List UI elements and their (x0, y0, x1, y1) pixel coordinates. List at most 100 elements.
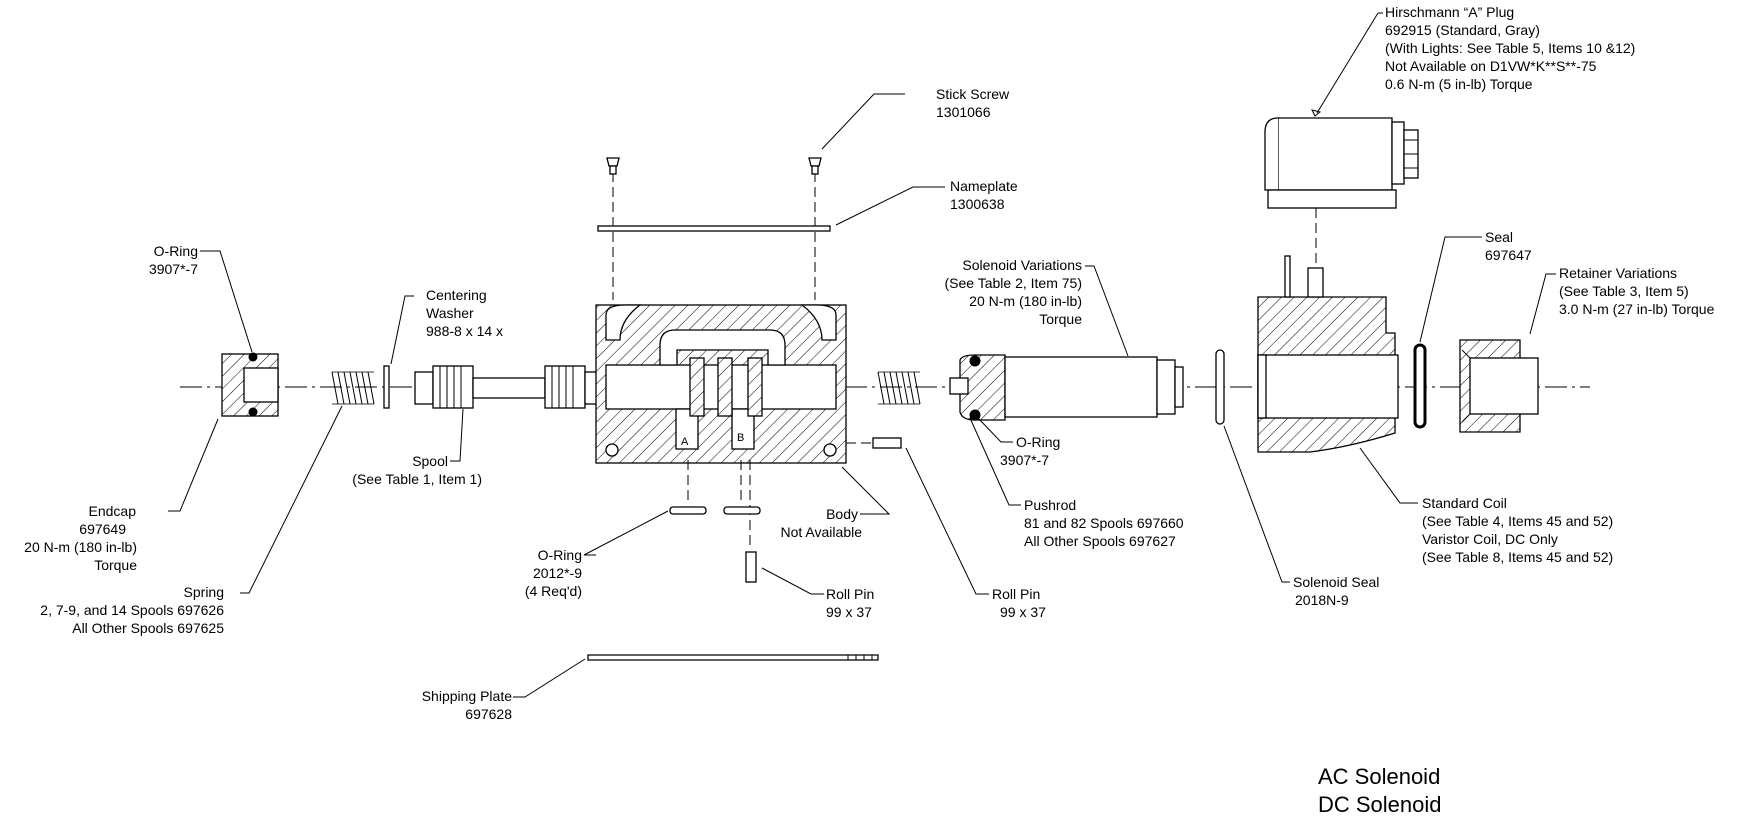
body-oring-left (669, 506, 707, 515)
label-line: 988-8 x 14 x (426, 323, 503, 339)
label-centering-washer: Centering Washer 988-8 x 14 x (426, 287, 503, 339)
label-line: Torque (1039, 311, 1082, 327)
label-line: (See Table 2, Item 75) (945, 275, 1082, 291)
label-stick-screw: Stick Screw 1301066 (936, 86, 1010, 120)
label-solenoid-variations: Solenoid Variations (See Table 2, Item 7… (945, 257, 1083, 327)
spool-part (414, 365, 604, 409)
label-line: Centering (426, 287, 487, 303)
label-line: 99 x 37 (826, 604, 872, 620)
roll-pin-a-part (745, 551, 757, 583)
label-line: 0.6 N-m (5 in-lb) Torque (1385, 76, 1533, 92)
label-line: O-Ring (1016, 434, 1060, 450)
label-line: Endcap (89, 503, 137, 519)
label-line: Solenoid Seal (1293, 574, 1379, 590)
label-line: Body (826, 506, 858, 522)
nameplate-part (597, 225, 831, 232)
label-standard-coil: Standard Coil (See Table 4, Items 45 and… (1422, 495, 1613, 565)
label-line: 1300638 (950, 196, 1005, 212)
label-spring: Spring 2, 7-9, and 14 Spools 697626 All … (40, 584, 224, 636)
label-line: (4 Req'd) (525, 583, 582, 599)
label-line: 20 N-m (180 in-lb) (969, 293, 1082, 309)
label-line: Shipping Plate (422, 688, 513, 704)
label-endcap: Endcap 697649 20 N-m (180 in-lb) Torque (24, 503, 137, 573)
body-oring-right (723, 506, 761, 515)
label-pushrod: Pushrod 81 and 82 Spools 697660 All Othe… (1024, 497, 1184, 549)
label-line: O-Ring (154, 243, 198, 259)
label-line: 3907*-7 (1000, 452, 1049, 468)
label-line: 99 x 37 (1000, 604, 1046, 620)
legend: AC Solenoid DC Solenoid (1318, 764, 1442, 817)
label-line: (See Table 1, Item 1) (352, 471, 482, 487)
label-line: 1301066 (936, 104, 991, 120)
label-line: Stick Screw (936, 86, 1010, 102)
label-line: Roll Pin (992, 586, 1040, 602)
label-line: Varistor Coil, DC Only (1422, 531, 1558, 547)
solenoid-seal-part (1215, 349, 1225, 425)
centering-washer-part (383, 365, 390, 409)
label-line: All Other Spools 697625 (72, 620, 224, 636)
label-roll-pin-b: Roll Pin 99 x 37 (992, 586, 1046, 620)
label-line: 697649 (79, 521, 126, 537)
label-line: 697647 (1485, 247, 1532, 263)
seal-part (1413, 343, 1427, 429)
label-line: (See Table 3, Item 5) (1559, 283, 1689, 299)
label-line: Spool (412, 453, 448, 469)
label-nameplate: Nameplate 1300638 (950, 178, 1018, 212)
label-line: Hirschmann “A” Plug (1385, 4, 1514, 20)
roll-pin-b-part (872, 437, 902, 449)
endcap-part (221, 352, 279, 417)
label-line: 81 and 82 Spools 697660 (1024, 515, 1184, 531)
label-line: O-Ring (538, 547, 582, 563)
label-body: Body Not Available (781, 506, 863, 540)
label-line: 2012*-9 (533, 565, 582, 581)
label-spool: Spool (See Table 1, Item 1) (352, 453, 482, 487)
spring-right-part (877, 371, 921, 405)
stick-screw-right-part (808, 157, 822, 175)
port-label-a: A (681, 436, 689, 448)
label-line: Standard Coil (1422, 495, 1507, 511)
label-line: Spring (184, 584, 224, 600)
label-plug: Hirschmann “A” Plug 692915 (Standard, Gr… (1385, 4, 1635, 92)
coil-part (1257, 255, 1399, 453)
label-line: (With Lights: See Table 5, Items 10 &12) (1385, 40, 1635, 56)
label-line: 692915 (Standard, Gray) (1385, 22, 1540, 38)
label-oring-solenoid: O-Ring 3907*-7 (1000, 434, 1060, 468)
label-shipping-plate: Shipping Plate 697628 (422, 688, 513, 722)
label-line: 20 N-m (180 in-lb) (24, 539, 137, 555)
leader-lines (168, 12, 1556, 698)
plug-part (1264, 117, 1419, 209)
label-retainer: Retainer Variations (See Table 3, Item 5… (1559, 265, 1715, 317)
legend-dc: DC Solenoid (1318, 792, 1442, 817)
legend-ac: AC Solenoid (1318, 764, 1440, 789)
label-line: All Other Spools 697627 (1024, 533, 1176, 549)
spring-left-part (331, 371, 375, 405)
shipping-plate-part (587, 654, 879, 661)
label-line: Nameplate (950, 178, 1018, 194)
port-label-b: B (737, 432, 744, 444)
retainer-part (1459, 339, 1539, 433)
label-line: (See Table 8, Items 45 and 52) (1422, 549, 1613, 565)
label-line: Not Available (781, 524, 863, 540)
label-solenoid-seal: Solenoid Seal 2018N-9 (1293, 574, 1379, 608)
label-line: Washer (426, 305, 474, 321)
label-line: 2, 7-9, and 14 Spools 697626 (40, 602, 224, 618)
label-line: 697628 (465, 706, 512, 722)
label-line: Seal (1485, 229, 1513, 245)
label-line: Torque (94, 557, 137, 573)
label-line: Retainer Variations (1559, 265, 1677, 281)
label-line: Roll Pin (826, 586, 874, 602)
label-line: Not Available on D1VW*K**S**-75 (1385, 58, 1597, 74)
label-roll-pin-a: Roll Pin 99 x 37 (826, 586, 874, 620)
valve-body-part (595, 304, 847, 464)
label-line: Solenoid Variations (962, 257, 1082, 273)
label-line: 3907*-7 (149, 261, 198, 277)
stick-screw-left-part (606, 157, 620, 175)
label-oring-endcap: O-Ring 3907*-7 (149, 243, 198, 277)
solenoid-tube-part (949, 354, 1184, 421)
label-seal: Seal 697647 (1485, 229, 1532, 263)
label-line: 2018N-9 (1295, 592, 1349, 608)
label-oring-body: O-Ring 2012*-9 (4 Req'd) (525, 547, 582, 599)
label-line: 3.0 N-m (27 in-lb) Torque (1559, 301, 1715, 317)
